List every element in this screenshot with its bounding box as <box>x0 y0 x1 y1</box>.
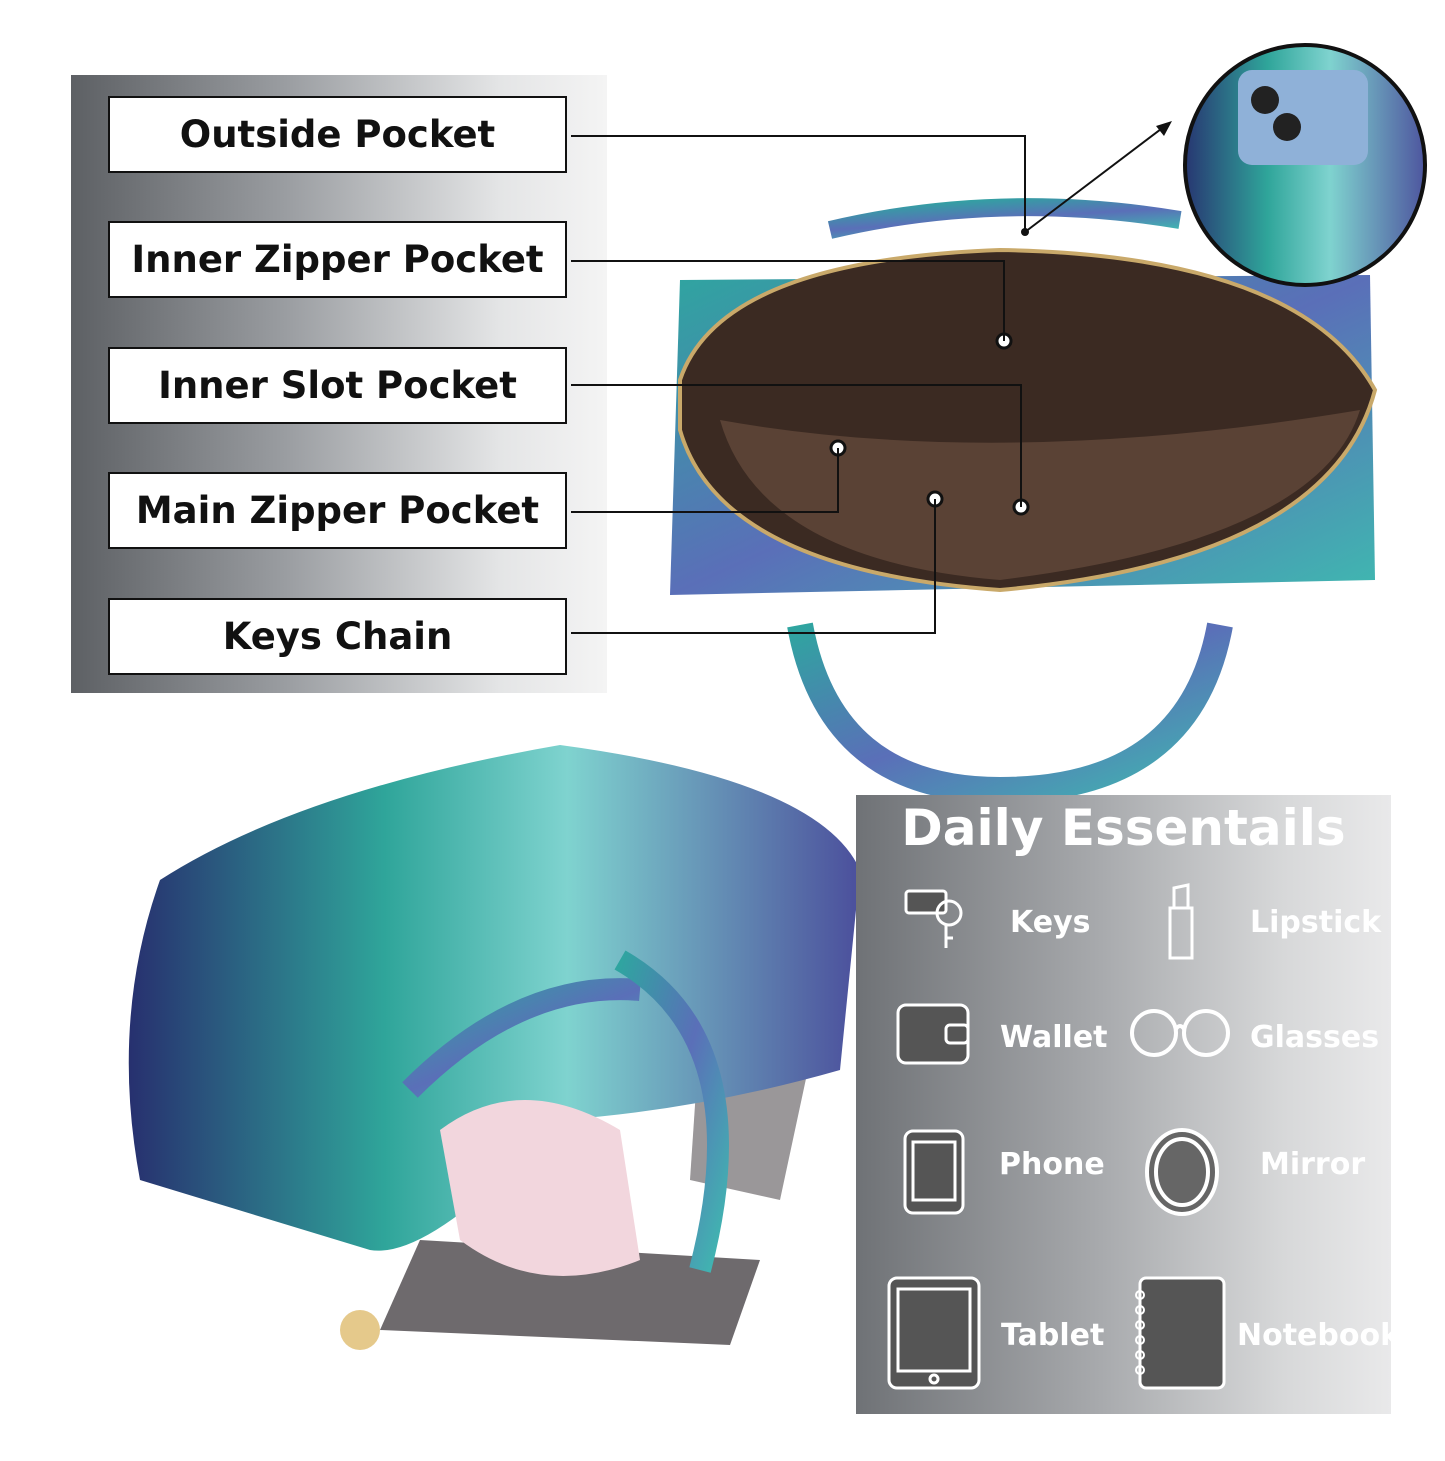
item-wallet: Wallet <box>1000 1020 1108 1055</box>
daily-essentials-panel: Daily Essentails Keys Lipstick Wallet Gl… <box>856 795 1400 1414</box>
tablet-icon <box>887 1276 981 1390</box>
bag-with-items-image <box>128 745 860 1350</box>
outside-pocket-zoom <box>1185 45 1425 285</box>
phone-icon <box>903 1129 965 1215</box>
item-glasses: Glasses <box>1250 1020 1380 1055</box>
callout-main-zipper-pocket: Main Zipper Pocket <box>108 472 567 549</box>
wallet-icon <box>896 1003 970 1065</box>
open-bag-image <box>670 198 1378 804</box>
callout-inner-slot-pocket: Inner Slot Pocket <box>108 347 567 424</box>
item-mirror: Mirror <box>1260 1147 1366 1182</box>
callout-outside-pocket: Outside Pocket <box>108 96 567 173</box>
item-phone: Phone <box>999 1147 1105 1182</box>
glasses-icon <box>1130 1009 1230 1057</box>
item-keys: Keys <box>1010 905 1091 940</box>
item-lipstick: Lipstick <box>1250 905 1382 940</box>
item-tablet: Tablet <box>1001 1318 1105 1353</box>
lipstick-icon <box>1168 883 1194 960</box>
item-notebook: Notebook <box>1237 1318 1401 1353</box>
callout-keys-chain: Keys Chain <box>108 598 567 675</box>
notebook-icon <box>1135 1276 1226 1390</box>
mirror-icon <box>1145 1128 1219 1216</box>
keys-icon <box>904 889 963 948</box>
daily-essentials-title: Daily Essentails <box>901 799 1346 857</box>
callout-inner-zipper-pocket: Inner Zipper Pocket <box>108 221 567 298</box>
